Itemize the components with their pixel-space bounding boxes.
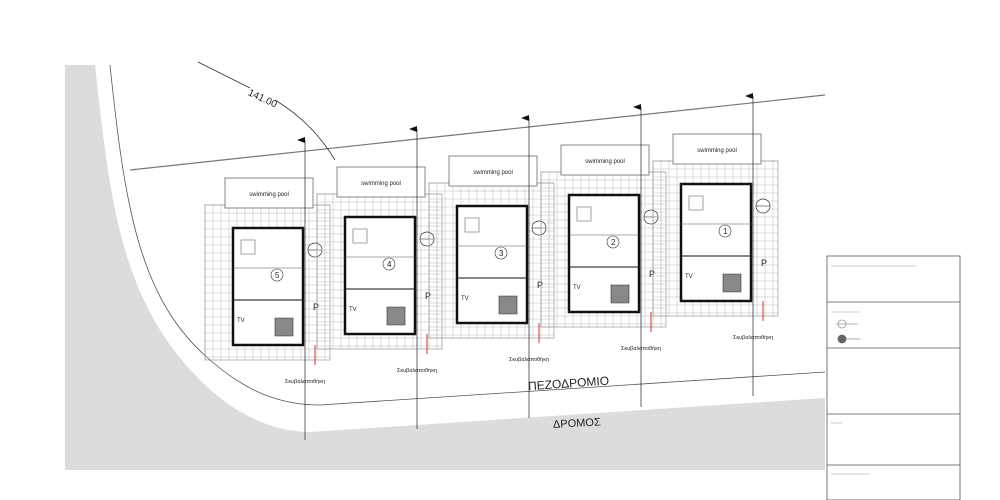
- lot-boundary: [129, 94, 826, 171]
- swimming-pool: [560, 144, 650, 176]
- unit-number: 5: [275, 271, 280, 280]
- title-block: [826, 255, 961, 500]
- tv-label: TV: [685, 274, 693, 280]
- pool-label: swimming pool: [473, 170, 513, 176]
- bin-store-label: Σκυβαλαποθήκη: [509, 356, 549, 363]
- dining-table: [576, 206, 592, 222]
- sidewalk-label: ΠΕΖΟΔΡΟΜΙΟ: [528, 374, 610, 394]
- swimming-pool: [224, 177, 314, 209]
- road-area: [65, 65, 825, 470]
- section-arrow-icon: [745, 93, 753, 99]
- dining-table: [352, 228, 368, 244]
- sofa: [498, 295, 518, 315]
- swimming-pool: [448, 155, 538, 187]
- sidewalk-edge: [109, 64, 826, 406]
- section-arrow-icon: [633, 104, 641, 110]
- unit-4: swimming pool 4TV P Σκυβαλαποθήκη: [316, 126, 443, 429]
- tv-label: TV: [573, 285, 581, 291]
- unit-number: 3: [499, 249, 504, 258]
- parking-label: P: [761, 258, 767, 268]
- dining-table: [688, 195, 704, 211]
- pool-label: swimming pool: [249, 192, 289, 198]
- unit-number: 2: [611, 238, 616, 247]
- parking-label: P: [537, 280, 543, 290]
- boundary-arc: [197, 61, 336, 161]
- pool-label: swimming pool: [361, 181, 401, 187]
- dining-table: [464, 217, 480, 233]
- parking-label: P: [649, 269, 655, 279]
- tv-label: TV: [237, 318, 245, 324]
- bin-store-label: Σκυβαλαποθήκη: [397, 367, 437, 374]
- pool-label: swimming pool: [585, 159, 625, 165]
- unit-number: 4: [387, 260, 392, 269]
- parking-label: P: [313, 302, 319, 312]
- dining-table: [240, 239, 256, 255]
- section-arrow-icon: [409, 126, 417, 132]
- unit-2: swimming pool 2TV P Σκυβαλαποθήκη: [540, 104, 667, 407]
- sofa: [274, 317, 294, 337]
- swimming-pool: [336, 166, 426, 198]
- unit-1: swimming pool 1TV P Σκυβαλαποθήκη: [652, 93, 779, 396]
- tv-label: TV: [349, 307, 357, 313]
- bin-store-label: Σκυβαλαποθήκη: [621, 345, 661, 352]
- parking-label: P: [425, 291, 431, 301]
- section-arrow-icon: [521, 115, 529, 121]
- sofa: [722, 273, 742, 293]
- bin-store-label: Σκυβαλαποθήκη: [285, 378, 325, 385]
- unit-5: swimming pool 5TV P Σκυβαλαποθήκη: [204, 137, 331, 440]
- bin-store-label: Σκυβαλαποθήκη: [733, 334, 773, 341]
- tv-label: TV: [461, 296, 469, 302]
- swimming-pool: [672, 133, 762, 165]
- section-arrow-icon: [297, 137, 305, 143]
- sofa: [386, 306, 406, 326]
- unit-number: 1: [723, 227, 728, 236]
- pool-label: swimming pool: [697, 148, 737, 154]
- sofa: [610, 284, 630, 304]
- road-label: ΔΡΟΜΟΣ: [553, 416, 602, 430]
